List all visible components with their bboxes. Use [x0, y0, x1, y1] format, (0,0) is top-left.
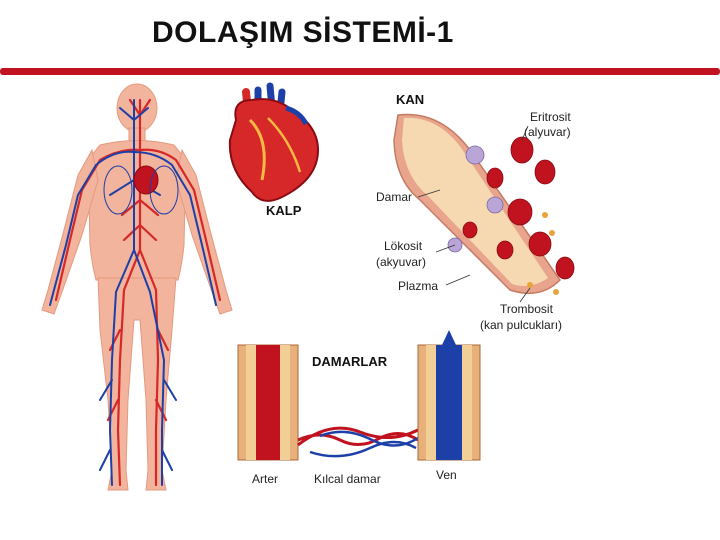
heart-image	[230, 86, 318, 201]
label-erythrocyte-note: (alyuvar)	[524, 125, 571, 139]
label-capillary: Kılcal damar	[314, 472, 381, 486]
circulatory-illustration	[0, 80, 720, 500]
blood-vessel-image	[394, 114, 574, 302]
slide-title: DOLAŞIM SİSTEMİ-1	[152, 16, 454, 50]
label-thrombocyte: Trombosit	[500, 302, 553, 316]
label-plasma: Plazma	[398, 279, 438, 293]
body-figure-image	[42, 84, 232, 490]
label-blood: KAN	[396, 93, 424, 107]
label-thrombocyte-note: (kan pulcukları)	[480, 318, 562, 332]
vessel-types-image	[238, 330, 480, 460]
label-vessel: Damar	[376, 190, 412, 204]
title-underline	[0, 68, 720, 75]
label-leukocyte: Lökosit	[384, 239, 422, 253]
label-heart: KALP	[266, 204, 301, 218]
label-erythrocyte: Eritrosit	[530, 110, 571, 124]
label-vein: Ven	[436, 468, 457, 482]
label-artery: Arter	[252, 472, 278, 486]
label-leukocyte-note: (akyuvar)	[376, 255, 426, 269]
label-vessels: DAMARLAR	[312, 355, 387, 369]
